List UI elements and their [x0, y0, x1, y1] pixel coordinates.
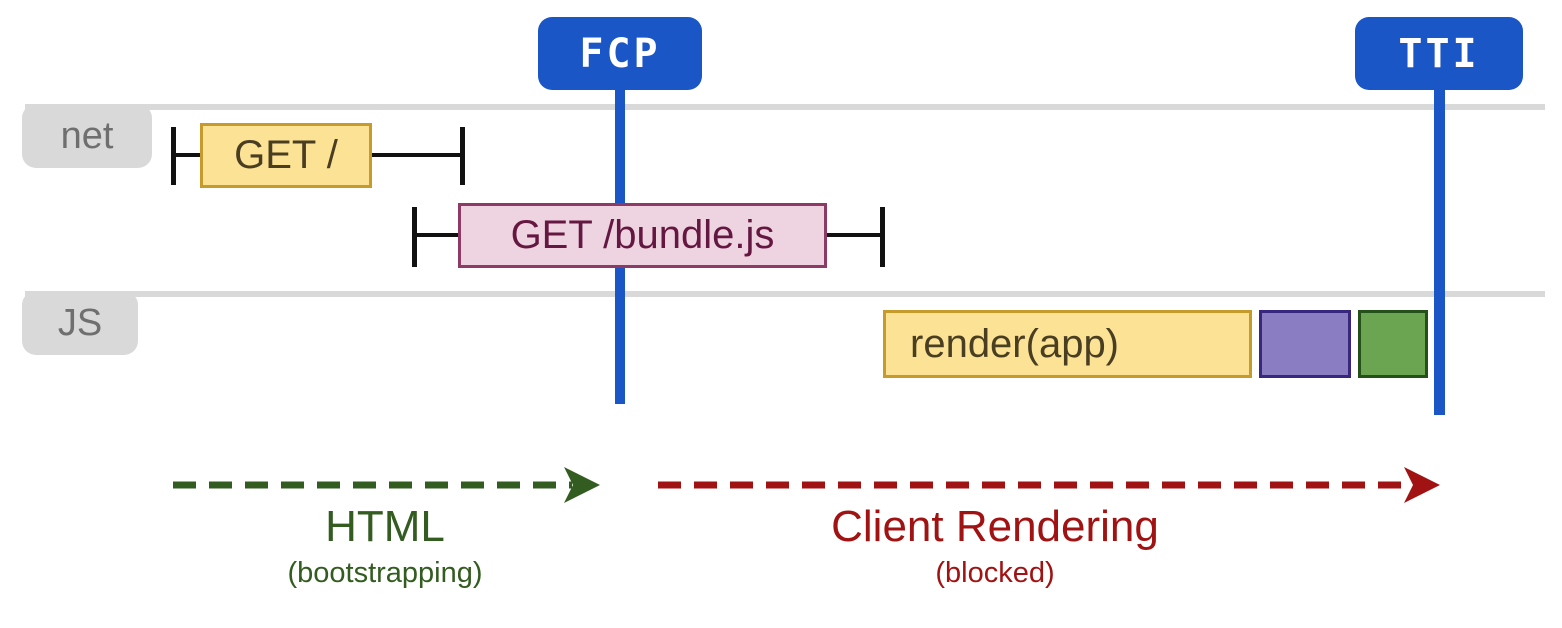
js-lane-label: JS [22, 291, 138, 355]
get-root-right-whisker [460, 127, 465, 185]
get-bundle-task-box: GET /bundle.js [458, 203, 827, 268]
get-bundle-left-whisker [412, 207, 417, 267]
fcp-badge-label: FCP [579, 30, 661, 77]
purple-task-chunk [1259, 310, 1351, 378]
get-bundle-right-whisker [880, 207, 885, 267]
render-app-task-box: render(app) [883, 310, 1252, 378]
get-bundle-right-link [827, 233, 880, 237]
get-bundle-left-link [417, 233, 458, 237]
tti-marker-line [1434, 88, 1445, 415]
green-task-chunk [1358, 310, 1428, 378]
client-phase-label: Client Rendering (blocked) [695, 502, 1295, 590]
fcp-badge: FCP [538, 17, 702, 90]
net-lane-label-text: net [60, 114, 114, 157]
render-app-task-label: render(app) [910, 321, 1120, 366]
js-lane-label-text: JS [57, 301, 103, 344]
get-root-task-label: GET / [234, 133, 338, 177]
html-phase-title: HTML [325, 502, 445, 551]
client-phase-arrow-head [1404, 467, 1440, 503]
js-lane-line [25, 291, 1545, 297]
client-phase-subtitle: (blocked) [935, 557, 1055, 590]
get-root-left-link [176, 153, 200, 157]
get-root-right-link [372, 153, 460, 157]
get-root-task-box: GET / [200, 123, 372, 188]
client-phase-title: Client Rendering [831, 502, 1159, 551]
tti-badge-label: TTI [1398, 30, 1480, 77]
html-phase-arrow-head [564, 467, 600, 503]
html-phase-label: HTML (bootstrapping) [185, 502, 585, 590]
html-phase-subtitle: (bootstrapping) [287, 557, 483, 590]
net-lane-label: net [22, 104, 152, 168]
tti-badge: TTI [1355, 17, 1523, 90]
get-bundle-task-label: GET /bundle.js [510, 213, 775, 257]
net-lane-line [25, 104, 1545, 110]
get-root-left-whisker [171, 127, 176, 185]
